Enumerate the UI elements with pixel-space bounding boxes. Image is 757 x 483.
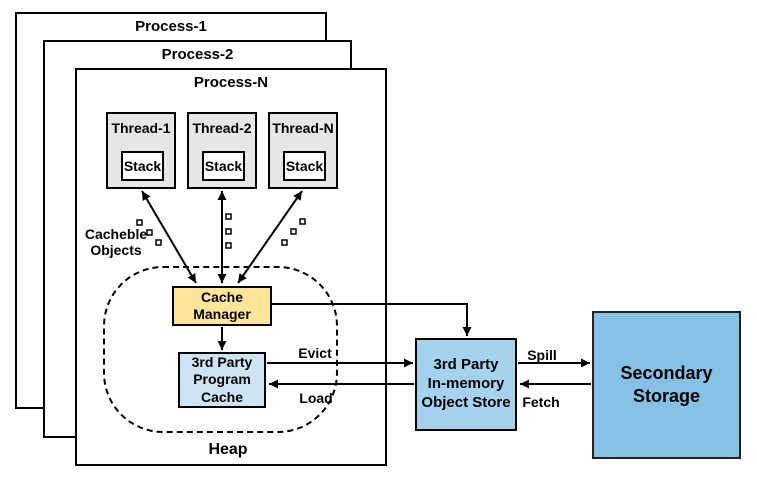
thread-n-box: Thread-N Stack bbox=[268, 112, 338, 189]
thread-1-stack-label: Stack bbox=[123, 158, 162, 174]
object-store-box: 3rd Party In-memory Object Store bbox=[415, 338, 517, 431]
cacheable-objects-label: Cacheble Objects bbox=[84, 226, 148, 259]
cache-manager-label: Cache Manager bbox=[193, 288, 251, 323]
heap-label: Heap bbox=[208, 441, 248, 458]
thread-n-stack-box: Stack bbox=[283, 151, 326, 181]
load-label: Load bbox=[299, 390, 333, 406]
cache-manager-box: Cache Manager bbox=[172, 286, 272, 326]
program-cache-box: 3rd Party Program Cache bbox=[178, 352, 266, 408]
spill-label: Spill bbox=[527, 347, 557, 363]
process-n-label: Process-N bbox=[193, 74, 269, 91]
process-2-label: Process-2 bbox=[161, 46, 234, 63]
fetch-label: Fetch bbox=[522, 394, 560, 410]
secondary-storage-box: Secondary Storage bbox=[592, 311, 741, 459]
thread-n-label: Thread-N bbox=[272, 120, 334, 136]
secondary-storage-label: Secondary Storage bbox=[620, 362, 713, 406]
process-1-label: Process-1 bbox=[135, 18, 207, 35]
thread-2-box: Thread-2 Stack bbox=[187, 112, 257, 189]
thread-2-label: Thread-2 bbox=[192, 120, 252, 136]
thread-1-label: Thread-1 bbox=[111, 120, 171, 136]
thread-1-box: Thread-1 Stack bbox=[106, 112, 176, 189]
thread-n-stack-label: Stack bbox=[285, 158, 324, 174]
thread-1-stack-box: Stack bbox=[121, 151, 164, 181]
thread-2-stack-label: Stack bbox=[204, 158, 243, 174]
thread-2-stack-box: Stack bbox=[202, 151, 245, 181]
evict-label: Evict bbox=[298, 345, 332, 361]
object-store-label: 3rd Party In-memory Object Store bbox=[421, 356, 511, 411]
program-cache-label: 3rd Party Program Cache bbox=[191, 353, 253, 405]
